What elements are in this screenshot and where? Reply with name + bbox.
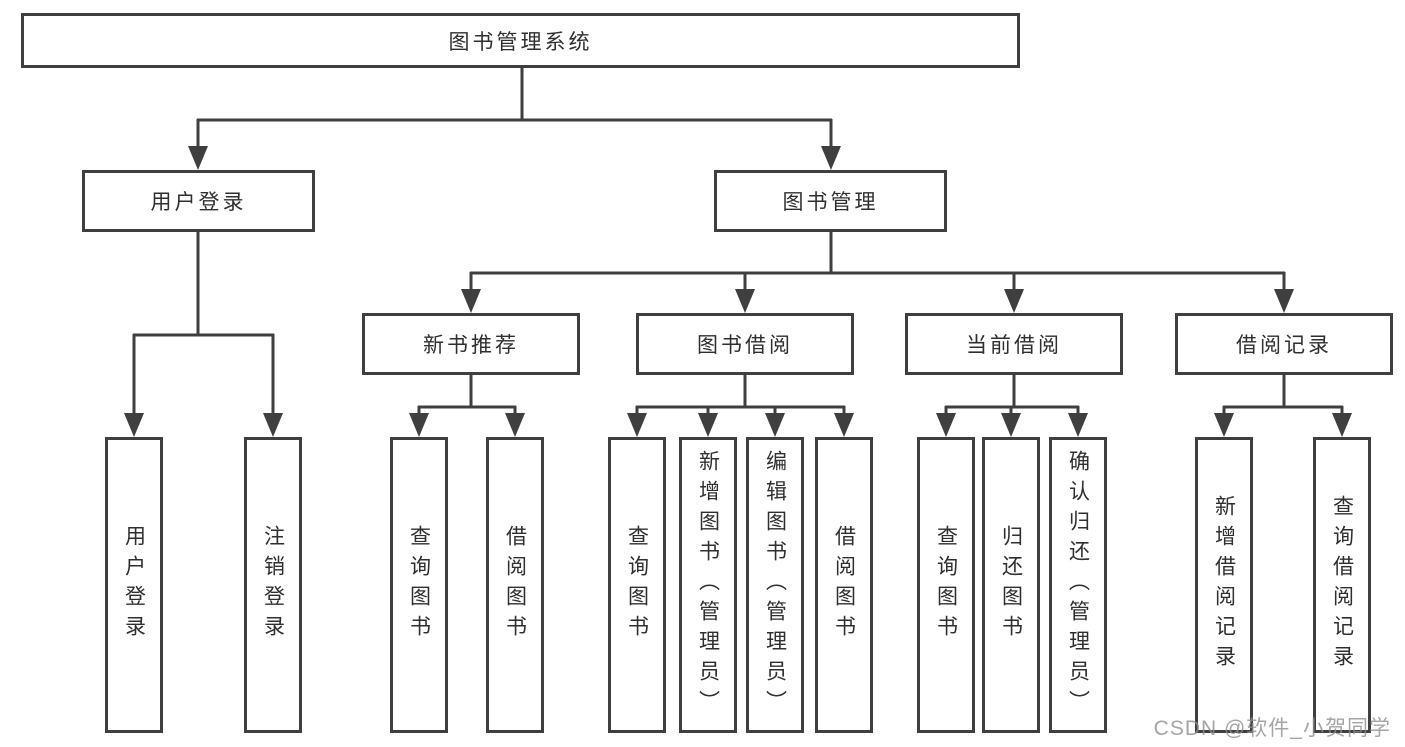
leaf-label: 编辑图书（管理员） — [763, 450, 787, 720]
leaf-query-books-current: 查询图书 — [917, 437, 975, 733]
leaf-label: 查询图书 — [934, 525, 958, 645]
connector-user-login-to-leaves — [132, 232, 275, 421]
node-root-label: 图书管理系统 — [448, 30, 593, 54]
csdn-watermark: CSDN @软件_小贺同学 — [1153, 717, 1391, 740]
node-label: 图书借阅 — [697, 334, 793, 357]
leaf-label: 新增借阅记录 — [1212, 495, 1236, 675]
node-user-login: 用户登录 — [82, 170, 315, 232]
node-new-book-recommend: 新书推荐 — [362, 313, 580, 375]
leaf-label: 用户登录 — [122, 525, 146, 645]
leaf-label: 新增图书（管理员） — [696, 450, 720, 720]
leaf-return-books: 归还图书 — [982, 437, 1040, 733]
connector-book-borrow-to-leaves — [635, 375, 846, 421]
leaf-logout: 注销登录 — [244, 437, 302, 733]
leaf-borrow-books: 借阅图书 — [815, 437, 873, 733]
leaf-edit-books-admin: 编辑图书（管理员） — [746, 437, 804, 733]
connector-new-books-to-leaves — [417, 375, 517, 421]
node-label: 用户登录 — [150, 191, 247, 214]
leaf-label: 查询图书 — [625, 525, 649, 645]
connector-borrow-records-to-leaves — [1222, 375, 1344, 421]
leaf-borrow-books-recommend: 借阅图书 — [486, 437, 544, 733]
connector-book-mgmt-to-level3 — [469, 232, 1286, 296]
leaf-add-borrow-record: 新增借阅记录 — [1195, 437, 1253, 733]
leaf-query-books-borrow: 查询图书 — [608, 437, 666, 733]
node-borrow-records: 借阅记录 — [1175, 313, 1393, 375]
node-current-borrow: 当前借阅 — [905, 313, 1123, 375]
leaf-label: 归还图书 — [999, 525, 1023, 645]
leaf-label: 查询图书 — [407, 525, 431, 645]
leaf-label: 借阅图书 — [503, 525, 527, 645]
node-label: 图书管理 — [782, 191, 879, 214]
connector-root-to-level2 — [196, 68, 833, 152]
leaf-label: 借阅图书 — [832, 525, 856, 645]
node-book-borrow: 图书借阅 — [636, 313, 854, 375]
leaf-label: 注销登录 — [261, 525, 285, 645]
leaf-label: 查询借阅记录 — [1330, 495, 1354, 675]
node-label: 借阅记录 — [1236, 334, 1332, 357]
node-label: 新书推荐 — [423, 334, 519, 357]
leaf-add-books-admin: 新增图书（管理员） — [679, 437, 737, 733]
leaf-confirm-return-admin: 确认归还（管理员） — [1049, 437, 1107, 733]
leaf-user-login: 用户登录 — [105, 437, 163, 733]
node-book-management: 图书管理 — [714, 170, 947, 232]
leaf-label: 确认归还（管理员） — [1066, 450, 1090, 720]
node-root: 图书管理系统 — [21, 13, 1020, 68]
node-label: 当前借阅 — [966, 334, 1062, 357]
leaf-query-books-recommend: 查询图书 — [390, 437, 448, 733]
leaf-query-borrow-record: 查询借阅记录 — [1313, 437, 1371, 733]
connector-current-borrow-to-leaves — [944, 375, 1080, 421]
